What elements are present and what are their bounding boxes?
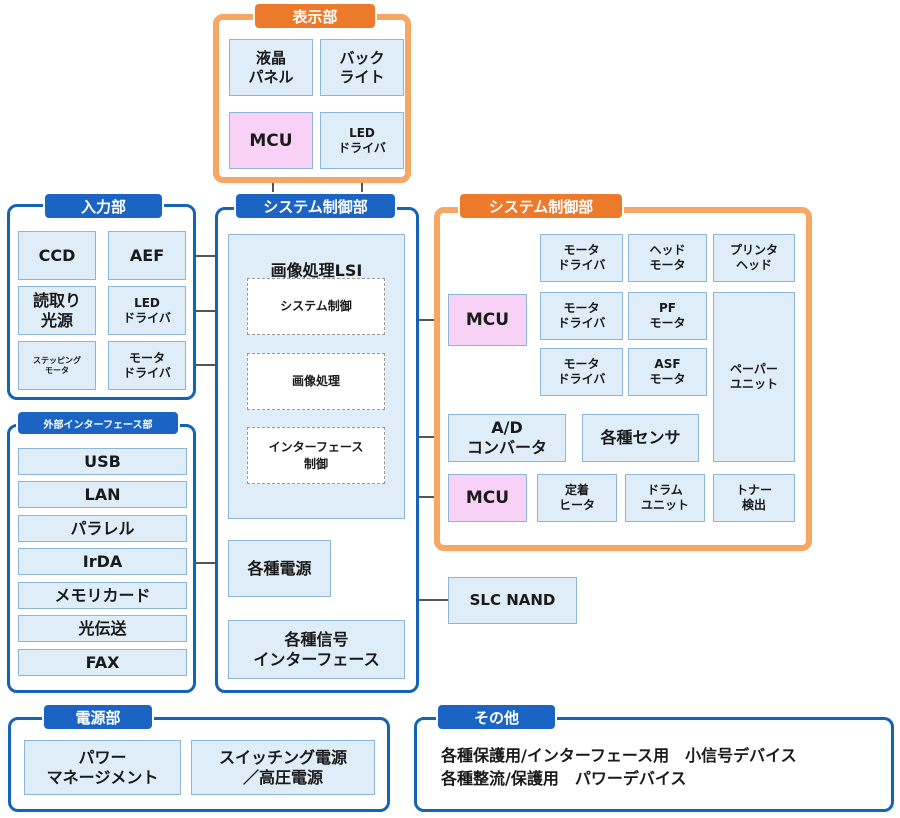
system-control-title: システム制御部 <box>236 194 395 218</box>
power-supplies-box: 各種電源 <box>228 540 331 597</box>
stepping-motor-box: ステッピング モータ <box>18 341 96 390</box>
others-section-frame <box>414 717 894 812</box>
asf-motor-box: ASF モータ <box>628 348 707 396</box>
aef-box: AEF <box>108 231 186 280</box>
read-light-source-box: 読取り 光源 <box>18 286 96 335</box>
motor-driver-3-box: モータ ドライバ <box>540 348 623 396</box>
pf-motor-box: PF モータ <box>628 292 707 340</box>
others-text-block: 各種保護用/インターフェース用 小信号デバイス 各種整流/保護用 パワーデバイス <box>441 740 881 795</box>
interface-item-optical: 光伝送 <box>18 615 187 642</box>
fixing-heater-box: 定着 ヒータ <box>537 474 617 522</box>
ccd-box: CCD <box>18 231 96 280</box>
interface-item-usb: USB <box>18 448 187 475</box>
others-line-2: 各種整流/保護用 パワーデバイス <box>441 768 687 788</box>
toner-detect-box: トナー 検出 <box>713 474 795 522</box>
lcd-panel-box: 液晶 パネル <box>229 39 313 96</box>
input-section-title: 入力部 <box>45 194 162 218</box>
interface-item-fax: FAX <box>18 649 187 676</box>
slc-nand-box: SLC NAND <box>448 577 577 624</box>
switching-power-box: スイッチング電源 ／高圧電源 <box>191 740 375 795</box>
head-motor-box: ヘッド モータ <box>628 234 707 282</box>
others-line-1: 各種保護用/インターフェース用 小信号デバイス <box>441 746 797 766</box>
lsi-image-processing-block: 画像処理 <box>247 353 385 410</box>
others-section-title: その他 <box>438 705 555 729</box>
display-mcu-box: MCU <box>229 112 313 169</box>
power-management-box: パワー マネージメント <box>24 740 181 795</box>
interface-section-title: 外部インターフェース部 <box>18 412 178 434</box>
right-mcu-bottom-box: MCU <box>448 474 527 522</box>
interface-item-parallel: パラレル <box>18 515 187 542</box>
lsi-interface-control-block: インターフェース 制御 <box>247 427 385 484</box>
lsi-title: 画像処理LSI <box>270 261 363 280</box>
display-section-title: 表示部 <box>255 4 375 28</box>
interface-item-irda: IrDA <box>18 548 187 575</box>
printer-head-box: プリンタ ヘッド <box>713 234 795 282</box>
motor-driver-1-box: モータ ドライバ <box>540 234 623 282</box>
input-led-driver-box: LED ドライバ <box>108 286 186 335</box>
interface-item-lan: LAN <box>18 481 187 508</box>
input-motor-driver-box: モータ ドライバ <box>108 341 186 390</box>
interface-item-memory-card: メモリカード <box>18 582 187 609</box>
right-mcu-top-box: MCU <box>448 294 527 346</box>
power-section-title: 電源部 <box>44 705 152 729</box>
motor-driver-2-box: モータ ドライバ <box>540 292 623 340</box>
ad-converter-box: A/D コンバータ <box>448 414 566 462</box>
system-control-right-title: システム制御部 <box>460 194 622 218</box>
paper-unit-box: ペーパー ユニット <box>713 292 795 462</box>
signal-interface-box: 各種信号 インターフェース <box>228 620 405 679</box>
drum-unit-box: ドラム ユニット <box>625 474 705 522</box>
backlight-box: バック ライト <box>320 39 404 96</box>
sensors-box: 各種センサ <box>582 414 699 462</box>
lsi-system-control-block: システム制御 <box>247 278 385 335</box>
display-led-driver-box: LED ドライバ <box>320 112 404 169</box>
